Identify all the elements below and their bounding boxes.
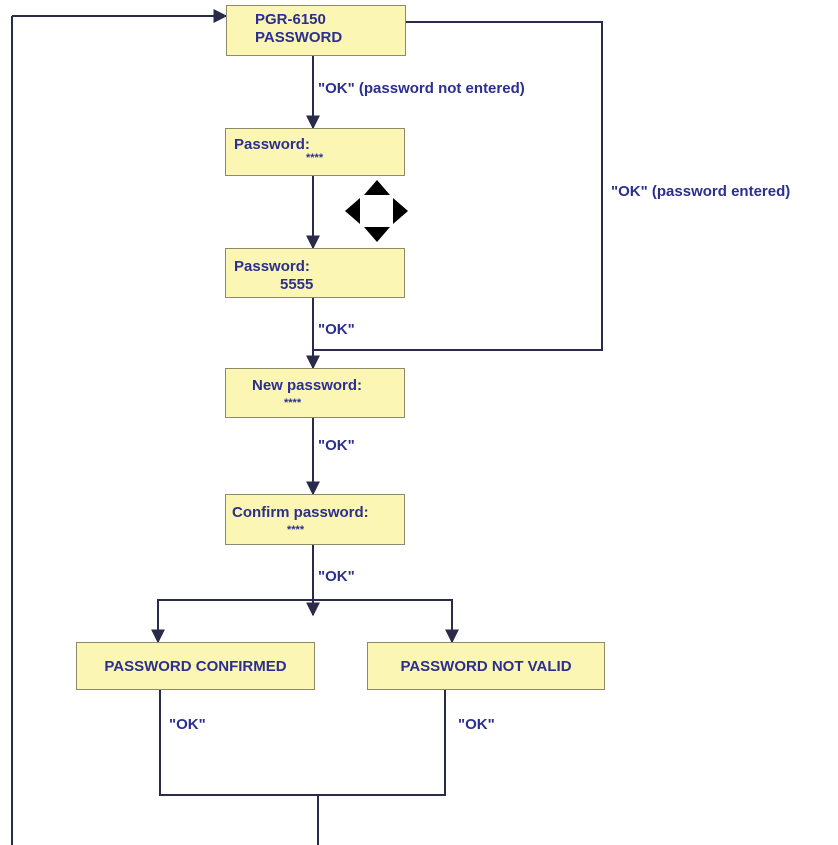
password-empty-box: Password: **** <box>225 128 405 176</box>
box-title: Confirm password: <box>232 504 369 521</box>
password-mask: **** <box>287 524 305 536</box>
connector-bypass-entered <box>313 21 603 351</box>
box-title: Password: <box>234 136 310 153</box>
box-title: Password: <box>234 258 310 275</box>
box-title: PASSWORD CONFIRMED <box>104 657 287 675</box>
ok-label: "OK" <box>318 568 355 585</box>
ok-not-entered-label: "OK" (password not entered) <box>318 80 525 97</box>
ok-entered-label: "OK" (password entered) <box>611 183 791 200</box>
four-way-arrow-icon <box>345 180 408 242</box>
ok-confirmed-label: "OK" <box>169 716 206 733</box>
password-mask: **** <box>284 397 302 409</box>
connector-confirmed-down <box>159 690 318 796</box>
box-title: PGR-6150 <box>255 11 326 28</box>
password-entered-box: Password: 5555 <box>225 248 405 298</box>
ok-label: "OK" <box>318 321 355 338</box>
ok-label: "OK" <box>318 437 355 454</box>
confirm-password-box: Confirm password: **** <box>225 494 405 545</box>
password-value: 5555 <box>280 276 314 293</box>
ok-not-valid-label: "OK" <box>458 716 495 733</box>
password-mask: **** <box>306 152 324 164</box>
box-title: PASSWORD NOT VALID <box>400 657 572 675</box>
password-not-valid-box: PASSWORD NOT VALID <box>367 642 605 690</box>
connector-split-left <box>151 599 313 644</box>
pgr-password-menu-box: PGR-6150 PASSWORD <box>226 5 406 56</box>
box-subtitle: PASSWORD <box>255 29 343 46</box>
new-password-box: New password: **** <box>225 368 405 418</box>
box-title: New password: <box>252 377 363 394</box>
password-confirmed-box: PASSWORD CONFIRMED <box>76 642 315 690</box>
connector-split-right <box>313 599 459 644</box>
connector-notvalid-down <box>318 690 446 796</box>
